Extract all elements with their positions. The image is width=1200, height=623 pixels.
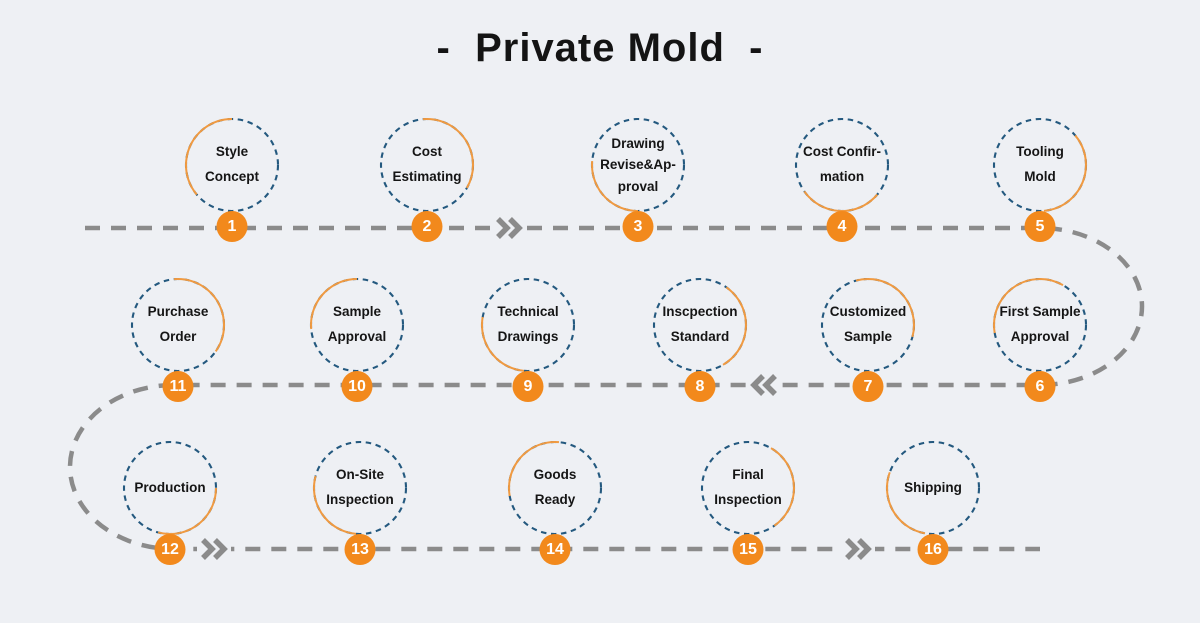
step-4: Cost Confir- mation 4	[794, 117, 890, 242]
chevron-left-icon	[747, 372, 781, 398]
step-label: Drawing Revise&Ap- proval	[600, 135, 676, 194]
step-number-badge: 6	[1024, 371, 1056, 402]
step-7: Customized Sample 7	[820, 277, 916, 402]
step-13: On-Site Inspection 13	[312, 440, 408, 565]
step-3: Drawing Revise&Ap- proval 3	[590, 117, 686, 242]
step-9: Technical Drawings 9	[480, 277, 576, 402]
step-12: Production 12	[122, 440, 218, 565]
step-6: First Sample Approval 6	[992, 277, 1088, 402]
step-8: Inscpection Standard 8	[652, 277, 748, 402]
step-1: Style Concept 1	[184, 117, 280, 242]
step-number-badge: 13	[344, 534, 376, 565]
step-11: Purchase Order 11	[130, 277, 226, 402]
step-number-badge: 8	[684, 371, 716, 402]
step-label: Final Inspection	[714, 467, 782, 507]
step-number-badge: 10	[341, 371, 373, 402]
step-label: Tooling Mold	[1016, 144, 1064, 184]
step-label: Cost Estimating	[392, 144, 462, 184]
step-2: Cost Estimating 2	[379, 117, 475, 242]
step-number-badge: 14	[539, 534, 571, 565]
step-14: Goods Ready 14	[507, 440, 603, 565]
step-number-badge: 11	[162, 371, 194, 402]
step-15: Final Inspection 15	[700, 440, 796, 565]
step-label: Purchase Order	[147, 304, 209, 344]
step-number-badge: 9	[512, 371, 544, 402]
step-number-badge: 16	[917, 534, 949, 565]
step-16: Shipping 16	[885, 440, 981, 565]
step-label: Technical Drawings	[497, 304, 559, 344]
step-label: Cost Confir- mation	[803, 144, 881, 184]
step-number-badge: 3	[622, 211, 654, 242]
step-label: On-Site Inspection	[326, 467, 394, 507]
dashed-flow-line	[67, 225, 1145, 552]
step-number-badge: 7	[852, 371, 884, 402]
step-label: Goods Ready	[533, 467, 577, 507]
step-number-badge: 5	[1024, 211, 1056, 242]
chevron-right-icon	[841, 536, 875, 562]
step-label: Style Concept	[205, 144, 259, 184]
step-number-badge: 1	[216, 211, 248, 242]
chevron-right-icon	[197, 536, 231, 562]
page-title: - Private Mold -	[436, 26, 764, 70]
step-number-badge: 15	[732, 534, 764, 565]
step-label: Customized Sample	[829, 304, 907, 344]
step-label: Shipping	[904, 479, 962, 495]
step-5: Tooling Mold 5	[992, 117, 1088, 242]
step-label: Inscpection Standard	[662, 304, 738, 344]
chevron-right-icon	[492, 215, 526, 241]
step-number-badge: 12	[154, 534, 186, 565]
step-label: Production	[134, 479, 206, 495]
step-number-badge: 4	[826, 211, 858, 242]
step-label: First Sample Approval	[999, 304, 1081, 344]
step-label: Sample Approval	[327, 304, 387, 344]
step-10: Sample Approval 10	[309, 277, 405, 402]
step-number-badge: 2	[411, 211, 443, 242]
